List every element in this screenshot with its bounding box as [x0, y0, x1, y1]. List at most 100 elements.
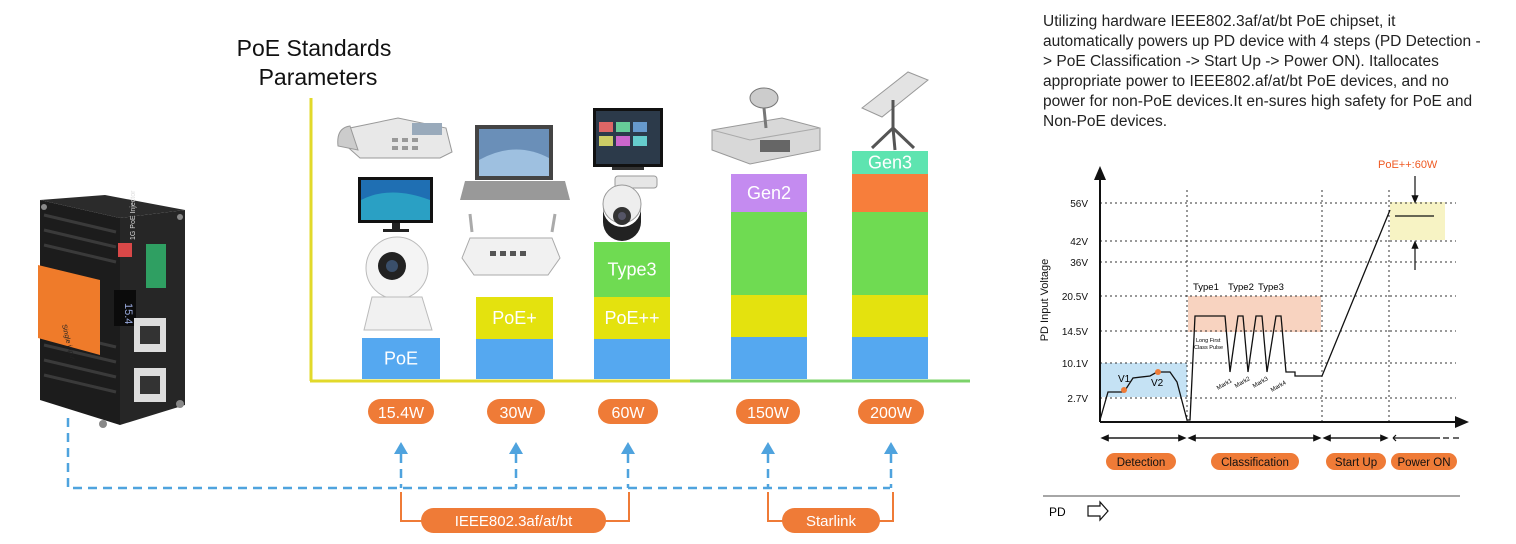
power-value-2: 30W [500, 405, 534, 422]
v2-marker [1155, 369, 1161, 375]
dip-switch [118, 243, 132, 257]
y-tick-3: 20.5V [1062, 292, 1088, 303]
v1-marker [1121, 387, 1127, 393]
type1-label: Type1 [1193, 282, 1219, 293]
pulse-label-1: Long First [1196, 338, 1221, 344]
bar-3-segment-3 [594, 242, 670, 297]
bar-4-segment-5 [731, 174, 807, 212]
mark4-label: Mark4 [1270, 380, 1288, 394]
dashed-connector [66, 418, 893, 490]
standards-title-line2: Parameters [259, 64, 378, 90]
v1-label: V1 [1118, 374, 1131, 385]
bar-4-segment-3 [731, 237, 807, 295]
satellite-dish-icon [711, 87, 821, 165]
y-tick-1: 42V [1070, 237, 1088, 248]
mark1-label: Mark1 [1216, 378, 1234, 392]
bar-4-segment-2 [731, 295, 807, 337]
stage-arrows [1100, 434, 1462, 442]
v2-label: V2 [1151, 378, 1164, 389]
up-arrow-icon [509, 442, 523, 454]
bar-2-segment-1 [476, 339, 553, 379]
bar-5-segment-1 [852, 337, 928, 379]
y-tick-2: 36V [1070, 258, 1088, 269]
type3-label: Type3 [1258, 282, 1284, 293]
up-arrow-icon [761, 442, 775, 454]
stage-pill-4 [1391, 453, 1457, 470]
power-pill-2 [487, 399, 545, 424]
power-pill-5 [858, 399, 924, 424]
gridlines [1100, 190, 1456, 422]
bar-5-segment-2 [852, 295, 928, 337]
ptz-camera-icon [602, 175, 658, 241]
bar-2-segment-2 [476, 297, 553, 339]
poe-plus-plus-annotation: PoE++:60W [1378, 159, 1438, 171]
power-value-5: 200W [870, 405, 913, 422]
bar-5-segment-4 [852, 212, 928, 237]
voltage-waveform [1099, 209, 1391, 421]
power-pills: 15.4W 30W 60W 150W 200W [368, 399, 924, 454]
pd-arrow-icon [1087, 500, 1109, 522]
desk-phone-icon [337, 117, 453, 159]
y-tick-5: 10.1V [1062, 359, 1088, 370]
starlink-label: Starlink [806, 513, 857, 530]
bar-4-segment-1 [731, 337, 807, 379]
y-tick-labels: 56V 42V 36V 20.5V 14.5V 10.1V 2.7V [1062, 199, 1088, 405]
starlink-pill [782, 508, 880, 533]
stage-label-2: Classification [1221, 457, 1289, 469]
router-icon [461, 213, 561, 276]
mark2-label: Mark2 [1234, 376, 1252, 390]
mark3-label: Mark3 [1252, 376, 1270, 390]
power-pill-4 [736, 399, 800, 424]
power-bars: PoE PoE+ PoE++ Type3 Gen2 Gen3 [362, 151, 928, 379]
device-top-label: 1G PoE Injector [130, 190, 137, 240]
y-tick-6: 2.7V [1067, 394, 1088, 405]
stage-pill-3 [1326, 453, 1386, 470]
led-display [114, 290, 136, 326]
up-arrow-icon [621, 442, 635, 454]
display-value: 15.4 [122, 303, 134, 324]
bar-3-label: Type3 [607, 260, 656, 280]
laptop-icon [460, 125, 570, 200]
power-value-4: 150W [747, 405, 790, 422]
monitor-icon [358, 177, 433, 232]
up-arrow-icon [884, 442, 898, 454]
bar-4-segment-4 [731, 212, 807, 237]
bar-2-label: PoE+ [492, 308, 537, 328]
bar-3-segment-1 [594, 339, 670, 379]
standards-title-line1: PoE Standards [237, 35, 392, 61]
detection-zone [1100, 363, 1187, 397]
up-arrow-icon [394, 442, 408, 454]
y-axis-label: PD Input Voltage [1039, 259, 1051, 342]
stage-label-1: Detection [1117, 457, 1166, 469]
pulse-label-2: Class Pulse [1194, 345, 1223, 351]
bar-4-label: Gen2 [747, 183, 791, 203]
ieee-pill [421, 508, 606, 533]
power-pill-3 [598, 399, 658, 424]
y-tick-0: 56V [1070, 199, 1088, 210]
bar-3-segment-2 [594, 297, 670, 339]
stage-pill-1 [1106, 453, 1176, 470]
stage-label-4: Power ON [1397, 457, 1450, 469]
description-text: Utilizing hardware IEEE802.3af/at/bt PoE… [1043, 13, 1481, 130]
power-pill-1 [368, 399, 434, 424]
power-terminal [146, 244, 166, 288]
bar-5-segment-5 [852, 174, 928, 212]
y-tick-4: 14.5V [1062, 327, 1088, 338]
bar-1-label: PoE [384, 349, 418, 369]
indoor-camera-icon [363, 236, 433, 331]
side-label-panel [38, 265, 100, 355]
power-value-1: 15.4W [378, 405, 425, 422]
ieee-label: IEEE802.3af/at/bt [455, 513, 573, 530]
bar-1-segment-1 [362, 338, 440, 379]
type2-label: Type2 [1228, 282, 1254, 293]
poe-injector-device: Single input 1G PoE Injector 15.4 [38, 190, 185, 428]
bar-5-segment-6 [852, 151, 928, 174]
power-value-3: 60W [612, 405, 646, 422]
power-on-zone [1390, 202, 1445, 240]
pd-label: PD [1049, 505, 1066, 519]
bar-3-label: PoE++ [604, 308, 659, 328]
stage-pill-2 [1211, 453, 1299, 470]
bar-5-label: Gen3 [868, 153, 912, 173]
